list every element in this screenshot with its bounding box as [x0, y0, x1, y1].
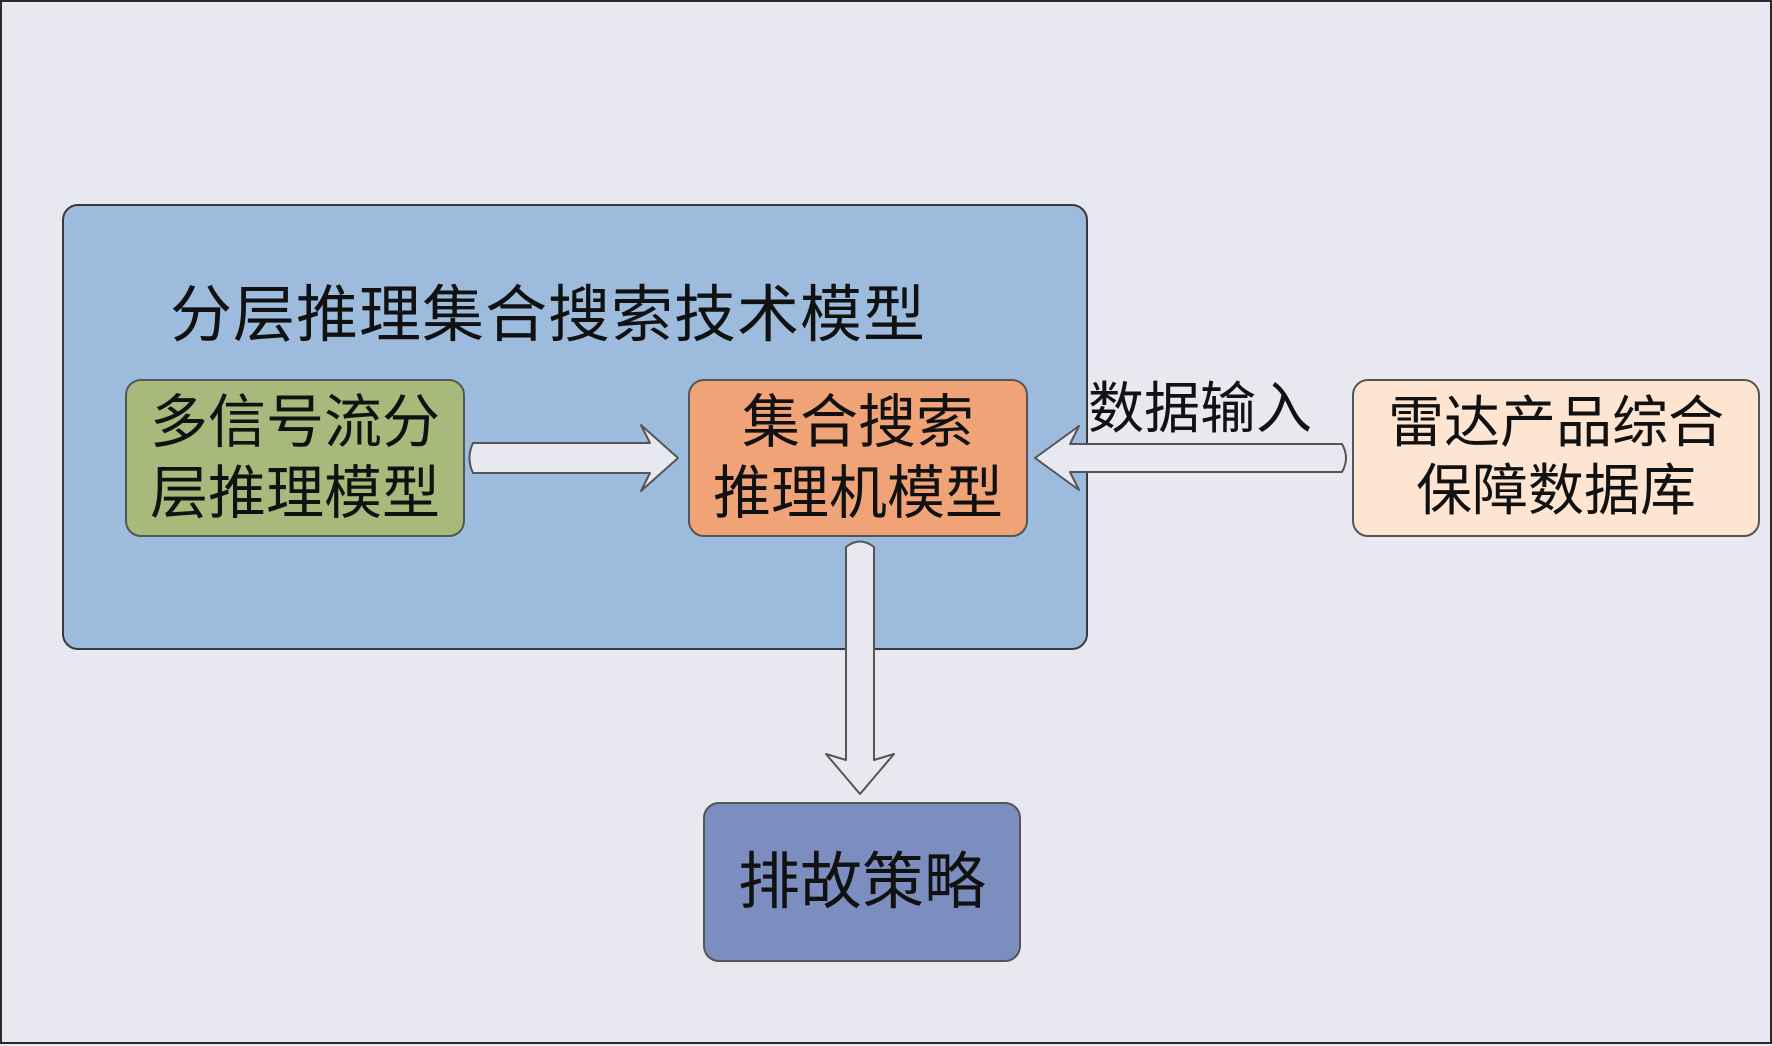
node-engine-line1: 集合搜索 [741, 388, 974, 457]
node-database: 雷达产品综合 保障数据库 [1352, 379, 1760, 537]
node-hierarchical-model: 多信号流分 层推理模型 [125, 379, 465, 537]
node-database-line2: 保障数据库 [1416, 459, 1696, 524]
node-engine-line2: 推理机模型 [712, 459, 1003, 527]
arrow-engine-to-strategy [825, 540, 895, 795]
node-hierarchical-line1: 多信号流分 [149, 388, 440, 457]
outer-container-title: 分层推理集合搜索技术模型 [170, 278, 927, 351]
node-hierarchical-line2: 层推理模型 [149, 459, 440, 527]
arrow-db-to-engine [1034, 425, 1347, 491]
node-search-engine-model: 集合搜索 推理机模型 [688, 379, 1028, 537]
node-database-line1: 雷达产品综合 [1388, 390, 1724, 456]
arrow-hier-to-engine [468, 424, 679, 492]
node-strategy-label: 排故策略 [737, 845, 986, 919]
edge-label-data-input: 数据输入 [1088, 377, 1312, 442]
node-troubleshooting-strategy: 排故策略 [703, 802, 1021, 962]
